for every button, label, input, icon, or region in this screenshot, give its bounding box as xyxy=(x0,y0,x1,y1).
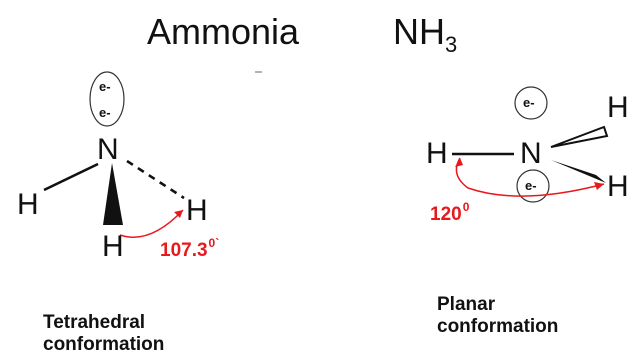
title-name: Ammonia xyxy=(147,11,300,52)
planar-hydrogen-top-right: H xyxy=(607,91,629,124)
planar-electron-top: e- xyxy=(523,95,535,110)
planar-hydrogen-left: H xyxy=(426,137,448,170)
tetra-hydrogen-left: H xyxy=(17,188,39,221)
tetra-electron-1: e- xyxy=(99,79,111,94)
tetra-bond-left xyxy=(43,162,99,192)
tetra-electron-2: e- xyxy=(99,105,111,120)
planar-angle-arc xyxy=(455,157,605,197)
tetra-angle-label: 107.30` xyxy=(160,237,219,261)
planar-bond-solid-wedge xyxy=(551,160,606,183)
planar-electron-ring-bottom xyxy=(516,169,550,203)
planar-caption-line2: conformation xyxy=(437,316,559,337)
planar-electron-ring-top xyxy=(514,86,548,120)
tetra-angle-degree: 0` xyxy=(208,236,220,250)
planar-angle-arrowhead xyxy=(594,182,604,190)
tetra-hydrogen-right: H xyxy=(186,194,208,227)
title-formula: NH3 xyxy=(393,11,457,56)
tetra-caption-line1: Tetrahedral xyxy=(43,312,146,333)
planar-angle-arrowtail xyxy=(455,158,463,167)
planar-hydrogen-bottom-right: H xyxy=(607,170,629,203)
planar-angle-value: 120 xyxy=(430,204,462,225)
title-formula-subscript: 3 xyxy=(445,32,458,57)
tetra-hydrogen-bottom: H xyxy=(102,230,124,263)
planar-electron-bottom: e- xyxy=(525,178,537,193)
tetra-bond-wedge xyxy=(103,163,123,225)
tetra-angle-arc xyxy=(119,209,184,238)
planar-caption-line1: Planar xyxy=(437,294,496,315)
tetra-angle-value: 107.3 xyxy=(160,240,208,261)
tetra-nitrogen: N xyxy=(97,133,119,166)
tetra-lone-pair-ring xyxy=(89,71,125,127)
title-formula-main: NH xyxy=(393,11,445,52)
tetra-caption-line2: conformation xyxy=(43,334,165,355)
planar-angle-label: 1200 xyxy=(430,201,469,225)
planar-nitrogen: N xyxy=(520,137,542,170)
tetra-angle-arrowhead xyxy=(174,210,183,218)
tetra-bond-dashed xyxy=(126,159,185,200)
planar-angle-degree: 0 xyxy=(462,200,470,214)
planar-bond-hashed-wedge xyxy=(550,125,609,148)
